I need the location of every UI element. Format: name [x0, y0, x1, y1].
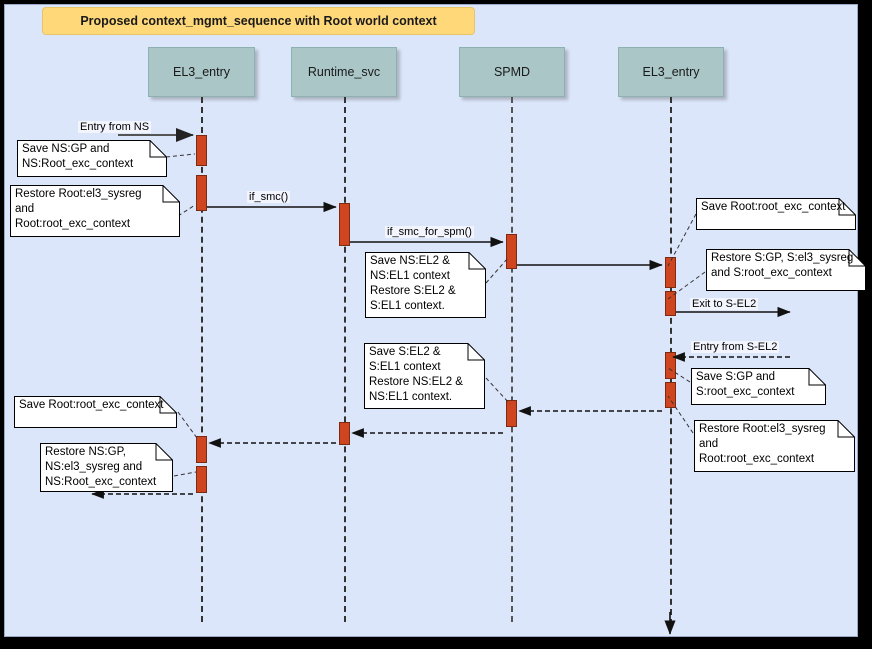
activation-bar [665, 291, 676, 316]
note-save-root-exc-context-right: Save Root:root_exc_context [696, 198, 856, 230]
participant-el3-entry-1[interactable]: EL3_entry [148, 47, 255, 97]
message-label-entry-from-s-el2: Entry from S-EL2 [691, 341, 780, 353]
note-restore-s-gp: Restore S:GP, S:el3_sysreg and S:root_ex… [706, 249, 866, 291]
note-restore-root-el3-sysreg-2: Restore Root:el3_sysreg and Root:root_ex… [694, 420, 855, 472]
note-text: Save Root:root_exc_context [701, 201, 846, 213]
message-label-if-smc: if_smc() [247, 191, 291, 203]
note-text: Save NS:GP and NS:Root_exc_context [22, 143, 134, 170]
lifeline-el3-entry-1 [201, 97, 203, 622]
participant-label: Runtime_svc [307, 65, 381, 79]
participant-spmd[interactable]: SPMD [459, 47, 565, 97]
lifeline-spmd [511, 97, 513, 622]
participant-runtime-svc[interactable]: Runtime_svc [291, 47, 397, 97]
activation-bar [339, 422, 350, 445]
note-text: Save Root:root_exc_context [19, 399, 164, 411]
note-save-s-gp: Save S:GP and S:root_exc_context [691, 368, 826, 405]
diagram-background [4, 4, 858, 637]
note-save-s-el2-restore-ns-el2: Save S:EL2 & S:EL1 context Restore NS:EL… [364, 343, 485, 409]
note-text: Restore Root:el3_sysreg and Root:root_ex… [699, 423, 826, 465]
note-text: Save S:EL2 & S:EL1 context Restore NS:EL… [369, 346, 463, 403]
participant-label: EL3_entry [173, 65, 230, 79]
note-save-root-exc-context-left: Save Root:root_exc_context [14, 396, 177, 428]
activation-bar [339, 203, 350, 246]
note-save-ns-gp: Save NS:GP and NS:Root_exc_context [17, 140, 167, 177]
note-text: Restore NS:GP, NS:el3_sysreg and NS:Root… [45, 446, 157, 488]
participant-label: SPMD [493, 65, 531, 79]
activation-bar [506, 234, 517, 269]
lifeline-runtime-svc [344, 97, 346, 622]
activation-bar [196, 135, 207, 166]
note-text: Restore Root:el3_sysreg and Root:root_ex… [15, 188, 142, 230]
activation-bar [665, 257, 676, 288]
note-restore-root-el3-sysreg-1: Restore Root:el3_sysreg and Root:root_ex… [10, 185, 180, 237]
activation-bar [665, 352, 676, 379]
message-label-entry-from-ns: Entry from NS [78, 121, 152, 133]
activation-bar [196, 175, 207, 211]
note-text: Restore S:GP, S:el3_sysreg and S:root_ex… [711, 252, 854, 279]
note-text: Save NS:EL2 & NS:EL1 context Restore S:E… [370, 255, 456, 312]
activation-bar [665, 382, 676, 408]
note-save-ns-el2-restore-s-el2: Save NS:EL2 & NS:EL1 context Restore S:E… [365, 252, 486, 318]
message-label-if-smc-for-spm: if_smc_for_spm() [385, 226, 474, 238]
participant-el3-entry-2[interactable]: EL3_entry [618, 47, 724, 97]
activation-bar [506, 400, 517, 427]
activation-bar [196, 436, 207, 463]
page-title: Proposed context_mgmt_sequence with Root… [80, 14, 437, 28]
activation-bar [196, 466, 207, 493]
note-text: Save S:GP and S:root_exc_context [696, 371, 795, 398]
note-restore-ns-gp: Restore NS:GP, NS:el3_sysreg and NS:Root… [40, 443, 173, 492]
participant-label: EL3_entry [642, 65, 700, 79]
diagram-title-banner: Proposed context_mgmt_sequence with Root… [42, 7, 475, 35]
message-label-exit-to-s-el2: Exit to S-EL2 [690, 298, 759, 310]
